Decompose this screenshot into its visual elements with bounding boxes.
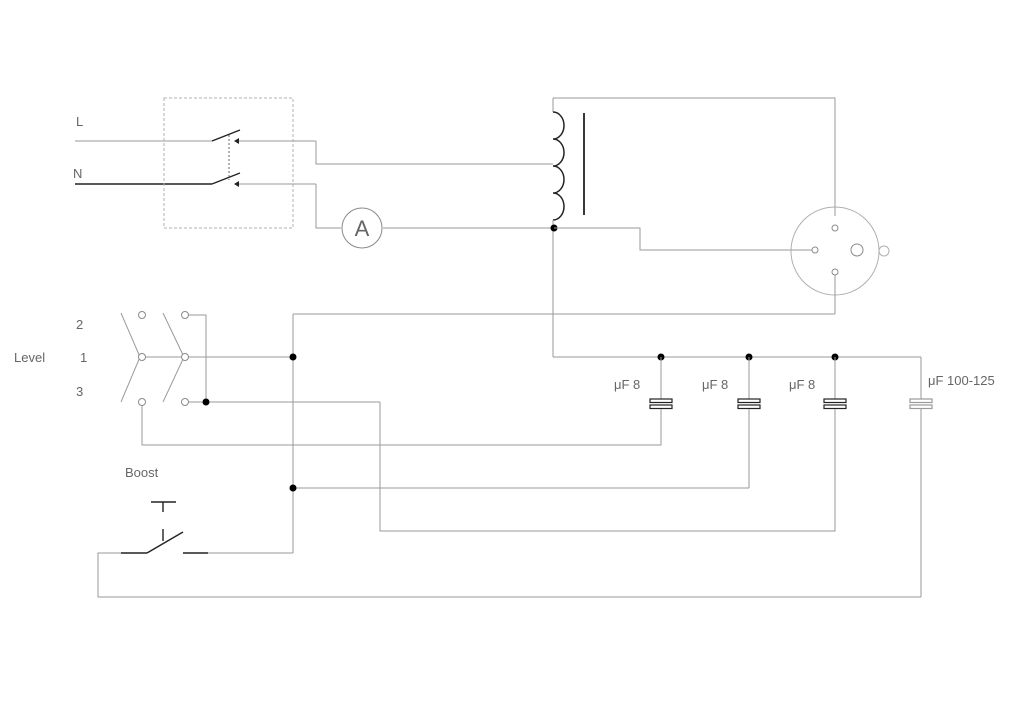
ammeter <box>341 207 383 249</box>
bus-junction-boost <box>289 484 297 492</box>
main-switch-contact-l <box>234 138 239 144</box>
main-switch-blade-l <box>211 129 241 142</box>
cap-2-label: μF 8 <box>702 377 728 392</box>
level-contact-b2 <box>181 311 189 319</box>
level-junction-3 <box>202 398 210 406</box>
motor-pin-main <box>850 243 864 257</box>
cap-3-plate-bottom <box>823 404 847 410</box>
boost-label: Boost <box>125 465 159 480</box>
cap-3-label: μF 8 <box>789 377 815 392</box>
cap-4-label: μF 100-125 <box>928 373 995 388</box>
motor-connector-key <box>878 245 890 257</box>
wire-motor-aux <box>554 227 815 251</box>
cap-3-plate-top <box>823 398 847 404</box>
level-contact-a2 <box>138 311 146 319</box>
main-switch-blade-n <box>211 172 241 185</box>
cap-2-plate-bottom <box>737 404 761 410</box>
level-pos-1-label: 1 <box>80 350 87 365</box>
motor-pin-top <box>831 224 839 232</box>
boost-switch-blade <box>146 531 184 554</box>
cap-1-label: μF 8 <box>614 377 640 392</box>
cap-1-plate-bottom <box>649 404 673 410</box>
cap-1-plate-top <box>649 398 673 404</box>
level-pos-2-label: 2 <box>76 317 83 332</box>
level-switch-blade-a-down <box>120 356 141 403</box>
wire-to-cap-1 <box>141 406 662 446</box>
line-label: L <box>76 114 83 129</box>
motor-pin-left <box>811 246 819 254</box>
bus-junction-level <box>289 353 297 361</box>
level-contact-b1 <box>181 353 189 361</box>
level-switch-blade-b-up <box>162 312 185 358</box>
wire-to-ammeter <box>315 184 341 229</box>
level-contact-a1 <box>138 353 146 361</box>
level-pos-3-label: 3 <box>76 384 83 399</box>
level-contact-a3 <box>138 398 146 406</box>
wire-level-2-to-3 <box>189 314 207 402</box>
level-label: Level <box>14 350 45 365</box>
neutral-label: N <box>73 166 82 181</box>
coil-winding <box>552 111 565 221</box>
main-switch-enclosure <box>163 97 294 229</box>
cap-2-plate-top <box>737 398 761 404</box>
main-switch-contact-n <box>234 181 239 187</box>
wire-to-cap-3 <box>379 402 836 532</box>
level-switch-blade-a-up <box>120 312 141 358</box>
level-contact-b3 <box>181 398 189 406</box>
wire-coil-to-motor <box>553 97 836 216</box>
motor-pin-bottom <box>831 268 839 276</box>
wire-to-coil-tap <box>315 141 553 165</box>
wire-bottom-return <box>97 552 921 598</box>
level-switch-blade-b-down <box>162 356 185 403</box>
ammeter-label: A <box>355 216 370 241</box>
cap-4-plate-bottom <box>909 404 933 410</box>
cap-4-plate-top <box>909 398 933 404</box>
